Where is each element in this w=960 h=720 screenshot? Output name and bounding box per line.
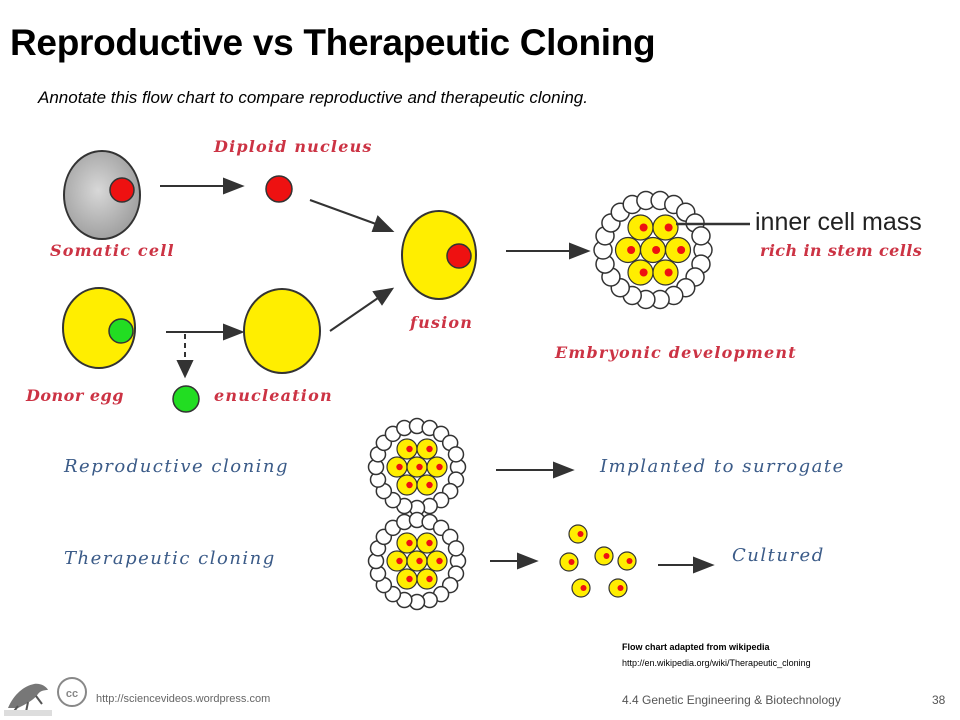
outer-cell	[447, 446, 465, 463]
cc-license-badge: cc	[57, 677, 87, 707]
inner-mass-nucleus	[406, 539, 413, 547]
blastocyst-reproductive	[367, 417, 467, 517]
cultured-stem-cells	[559, 524, 637, 598]
label-donor-egg: Donor egg	[26, 386, 124, 405]
stem-cell-nucleus	[580, 585, 587, 591]
arrow-reproductive	[496, 461, 575, 479]
site-url[interactable]: http://sciencevideos.wordpress.com	[96, 693, 271, 705]
inner-mass-nucleus	[426, 445, 433, 453]
dashed-arrow-enucleation	[176, 334, 194, 379]
slide-title: Reproductive vs Therapeutic Cloning	[10, 22, 656, 63]
slide-subtitle: Annotate this flow chart to compare repr…	[38, 88, 588, 107]
label-inner-cell-mass: inner cell mass	[755, 208, 922, 236]
inner-mass-nucleus	[627, 246, 636, 254]
inner-mass-nucleus	[664, 268, 673, 277]
inner-mass-nucleus	[639, 268, 648, 277]
arrow-fusion-to-blastocyst	[506, 242, 591, 260]
fused-cell	[401, 210, 477, 300]
label-somatic-cell: Somatic cell	[50, 241, 175, 260]
arrow-egg-to-enucleated	[166, 323, 245, 341]
label-cultured: Cultured	[732, 545, 825, 566]
inner-mass-nucleus	[416, 557, 423, 565]
label-enucleation: enucleation	[214, 386, 333, 405]
label-reproductive-cloning: Reproductive cloning	[64, 456, 290, 477]
inner-mass-nucleus	[396, 557, 403, 565]
inner-mass-nucleus	[652, 246, 661, 254]
arrow-somatic-to-nucleus	[160, 177, 245, 195]
inner-mass-nucleus	[396, 463, 403, 471]
donor-egg	[62, 287, 136, 369]
inner-mass-nucleus	[639, 223, 648, 232]
arrow-therapeutic-2	[658, 556, 715, 574]
arrow-nucleus-to-fusion	[309, 199, 395, 232]
label-diploid-nucleus: Diploid nucleus	[214, 137, 373, 156]
inner-mass-nucleus	[436, 463, 443, 471]
inner-mass-nucleus	[406, 445, 413, 453]
inner-mass-nucleus	[416, 463, 423, 471]
stem-cell-nucleus	[568, 559, 575, 565]
inner-mass-nucleus	[406, 481, 413, 489]
lizard-logo	[4, 683, 52, 716]
blastocyst-main	[593, 190, 713, 310]
label-implanted-to-surrogate: Implanted to surrogate	[600, 456, 845, 477]
outer-cell	[447, 540, 465, 557]
arrow-therapeutic-1	[490, 552, 539, 570]
stem-cell-nucleus	[626, 558, 633, 564]
label-fusion: fusion	[410, 313, 474, 332]
blastocyst-therapeutic	[367, 511, 467, 611]
stem-cell-nucleus	[603, 553, 610, 559]
somatic-cell	[63, 150, 141, 240]
label-therapeutic-cloning: Therapeutic cloning	[64, 548, 276, 569]
removed-nucleus	[172, 385, 200, 413]
stem-cell-nucleus	[617, 585, 624, 591]
diploid-nucleus	[265, 175, 293, 203]
credit-line-1: Flow chart adapted from wikipedia	[622, 642, 770, 652]
label-embryonic-development: Embryonic development	[555, 343, 797, 362]
stem-cell-nucleus	[577, 531, 584, 537]
inner-mass-nucleus	[426, 481, 433, 489]
inner-mass-nucleus	[436, 557, 443, 565]
course-footer: 4.4 Genetic Engineering & Biotechnology	[622, 693, 841, 707]
arrow-enucleated-to-fusion	[329, 287, 395, 332]
inner-mass-nucleus	[426, 575, 433, 583]
label-rich-in-stem-cells: rich in stem cells	[760, 241, 923, 260]
page-number: 38	[932, 693, 946, 707]
inner-mass-nucleus	[426, 539, 433, 547]
inner-mass-nucleus	[664, 223, 673, 232]
credit-line-2: http://en.wikipedia.org/wiki/Therapeutic…	[622, 658, 811, 668]
inner-mass-nucleus	[677, 246, 686, 254]
outer-cell	[691, 226, 711, 246]
inner-mass-nucleus	[406, 575, 413, 583]
enucleated-egg	[243, 288, 321, 374]
